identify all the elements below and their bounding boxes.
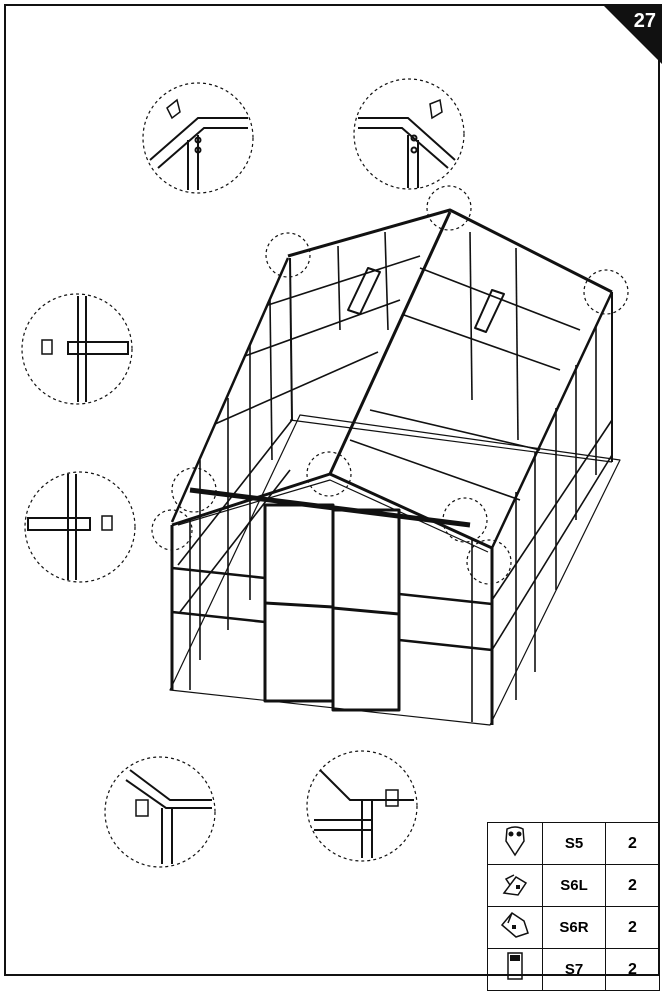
part-icon-cell [487, 948, 543, 991]
part-quantity: 2 [605, 948, 660, 991]
page-number: 27 [633, 10, 656, 32]
detail-ridge-left [149, 98, 248, 190]
page-frame [4, 4, 660, 976]
s5-hook-icon [505, 826, 525, 857]
parts-table: S5 2 S6L 2 S6R 2 [487, 822, 660, 991]
parts-row: S5 2 [487, 822, 660, 865]
part-code: S6R [542, 906, 606, 949]
part-code: S7 [542, 948, 606, 991]
part-quantity: 2 [605, 822, 660, 865]
part-icon-cell [487, 906, 543, 949]
part-icon-cell [487, 864, 543, 907]
detail-side-left [41, 296, 129, 402]
part-quantity: 2 [605, 864, 660, 907]
part-quantity: 2 [605, 906, 660, 949]
part-icon-cell [487, 822, 543, 865]
detail-corner-right [314, 769, 414, 858]
parts-row: S7 2 [487, 948, 660, 991]
parts-row: S6R 2 [487, 906, 660, 949]
s6r-bracket-icon [500, 912, 529, 938]
page-corner-tab [602, 4, 662, 64]
s6l-bracket-icon [502, 874, 528, 896]
detail-ridge-right [358, 98, 456, 188]
parts-row: S6L 2 [487, 864, 660, 907]
detail-corner-left [125, 769, 212, 864]
part-code: S6L [542, 864, 606, 907]
detail-side-lower [27, 474, 113, 580]
part-code: S5 [542, 822, 606, 865]
s7-clip-icon [507, 952, 523, 980]
